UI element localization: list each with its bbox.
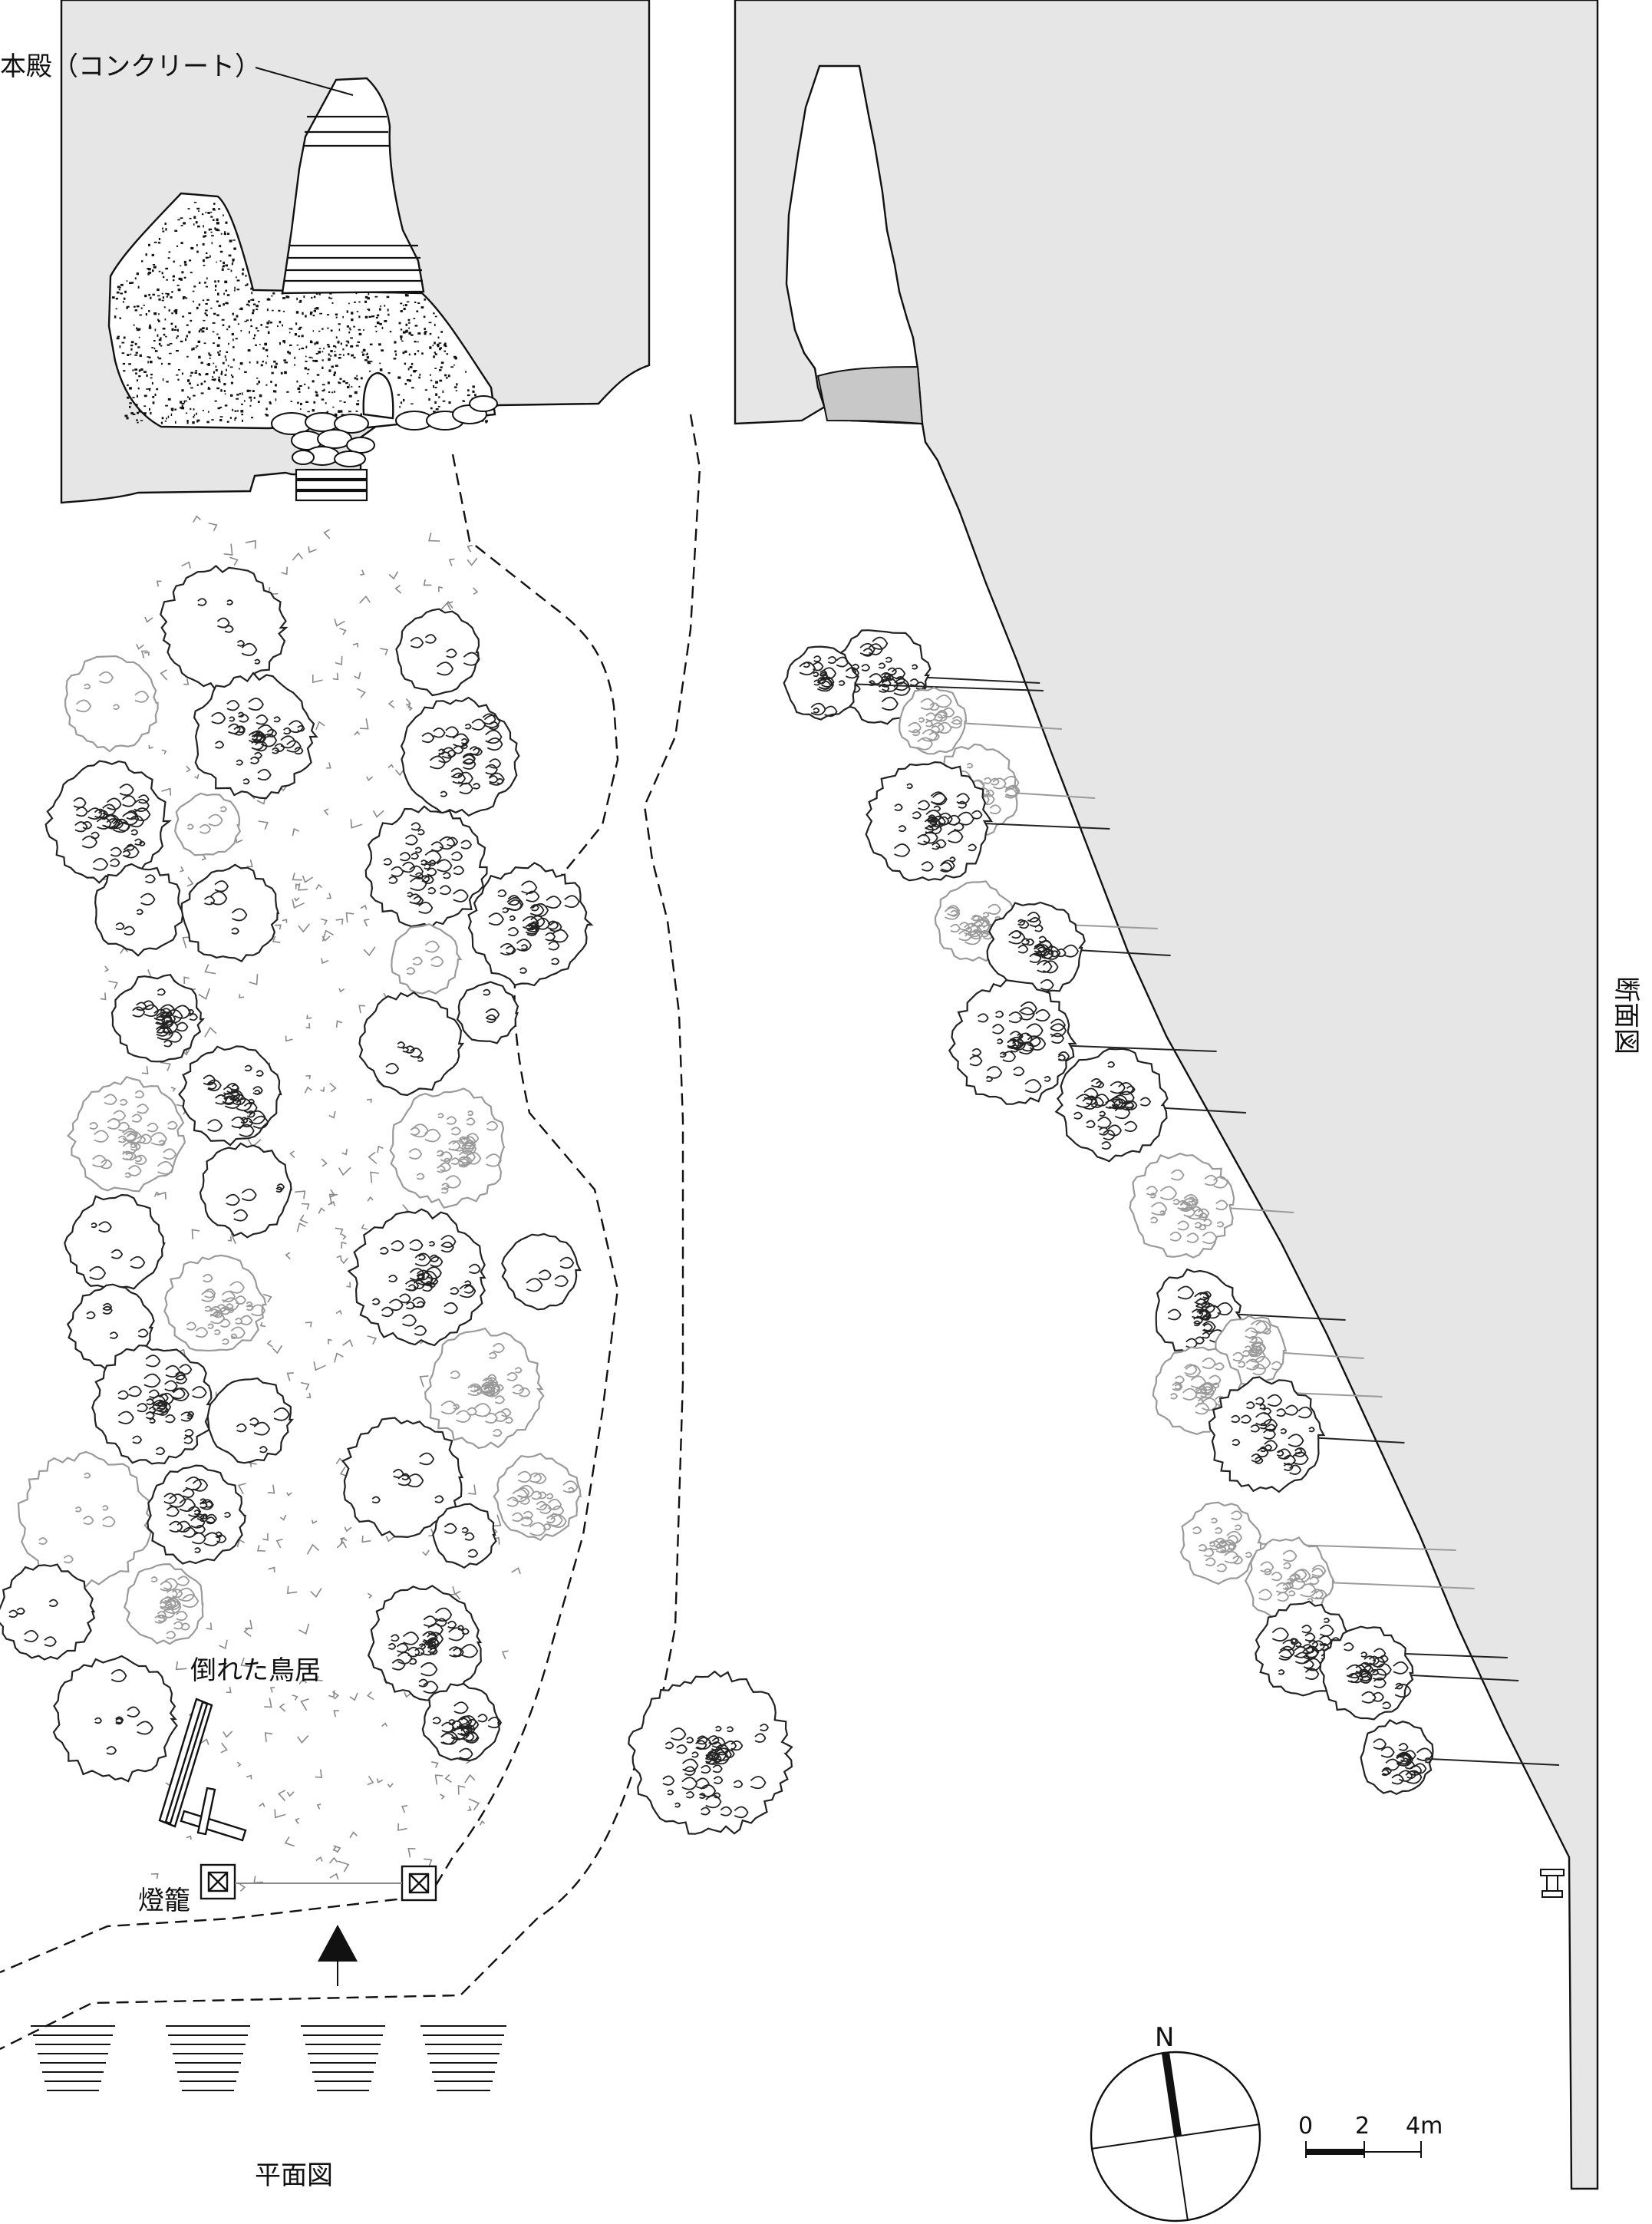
scale-tick-4m: 4m <box>1406 2113 1443 2140</box>
shrine-arch <box>362 371 394 420</box>
plan-view: 本殿（コンクリート） 倒れた鳥居 燈籠 平面図 <box>0 0 793 2191</box>
plan-view-title: 平面図 <box>255 2160 333 2191</box>
lantern-label: 燈籠 <box>138 1886 190 1916</box>
scale-tick-0: 0 <box>1298 2113 1313 2140</box>
fallen-torii <box>158 1698 247 1842</box>
north-needle-icon <box>1162 2052 1182 2137</box>
shrine-steps <box>295 468 368 502</box>
lantern-left <box>199 1863 236 1900</box>
section-foundation <box>816 365 924 425</box>
site-boundary-outer <box>0 414 701 2051</box>
stone-foundation <box>271 395 498 467</box>
scale-bar: 0 2 4m <box>1298 2113 1443 2158</box>
honden-bands <box>284 115 423 282</box>
scale-tick-2: 2 <box>1355 2113 1370 2140</box>
honden-leader <box>255 67 354 96</box>
lantern-right <box>401 1865 437 1902</box>
section-view-title: 断面図 <box>1611 976 1641 1054</box>
torii-label: 倒れた鳥居 <box>190 1655 321 1686</box>
entry-arrow-icon <box>318 1925 358 1962</box>
water-hatch <box>31 2025 506 2091</box>
north-label: N <box>1155 2022 1174 2053</box>
section-tree-canopies <box>783 629 1560 1796</box>
plan-tree-canopies <box>0 564 793 1835</box>
site-boundary <box>0 454 619 1974</box>
section-view: 断面図 <box>734 0 1641 2190</box>
honden-label: 本殿（コンクリート） <box>0 51 261 82</box>
section-lantern <box>1540 1869 1565 1898</box>
north-compass: N <box>1090 2022 1261 2222</box>
